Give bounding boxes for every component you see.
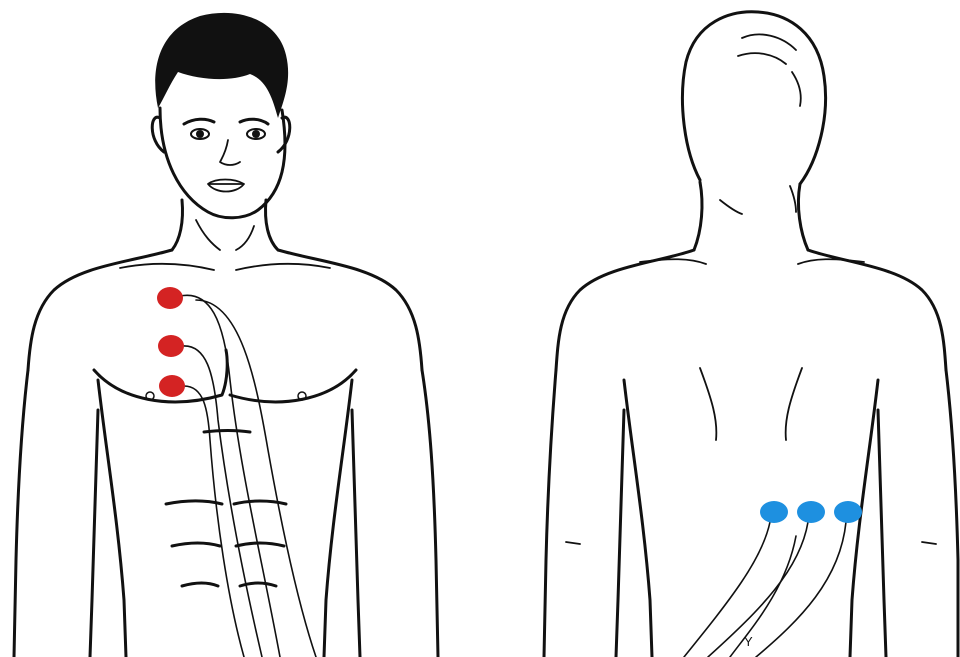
front-electrode-1 <box>157 287 183 309</box>
back-shoulder-left <box>556 250 694 370</box>
front-wire-3 <box>184 386 244 657</box>
front-mouth <box>208 180 244 192</box>
back-neck-right <box>798 184 808 250</box>
front-clavicle-right <box>236 264 330 270</box>
back-arm-right-inner <box>878 410 886 657</box>
front-eyebrow-left <box>184 119 214 124</box>
front-electrode-3 <box>159 375 185 397</box>
wire-junction-label: Y <box>744 634 753 649</box>
front-neck-left <box>172 200 183 250</box>
back-neck-lines <box>720 186 796 214</box>
front-torso-left <box>98 380 126 657</box>
front-electrodes <box>157 287 185 397</box>
back-shoulder-right <box>808 250 946 370</box>
front-neck-right <box>266 200 279 250</box>
back-electrode-wires: Y <box>684 522 846 657</box>
front-arm-right-inner <box>352 410 360 657</box>
back-hair-lines <box>738 34 801 106</box>
back-scapula-right <box>786 368 802 440</box>
front-arm-left-inner <box>90 410 98 657</box>
back-arm-left-inner <box>616 410 624 657</box>
back-scapula-left <box>700 368 716 440</box>
back-arm-left-outer <box>544 370 556 657</box>
front-shoulder-left <box>28 250 172 370</box>
back-torso-left <box>624 380 652 657</box>
back-trap-lines <box>640 259 864 264</box>
front-figure <box>14 13 438 657</box>
back-wire-4 <box>730 536 796 657</box>
back-electrode-3 <box>834 501 862 523</box>
front-neck-lines <box>196 220 254 250</box>
front-arm-left-outer <box>14 370 28 657</box>
front-hair <box>155 13 288 118</box>
back-figure <box>544 12 958 657</box>
back-side-marks <box>566 542 936 544</box>
front-clavicle-left <box>120 264 214 270</box>
back-wire-2 <box>708 522 808 657</box>
back-electrode-1 <box>760 501 788 523</box>
front-torso-right <box>324 380 352 657</box>
front-shoulder-right <box>278 250 422 370</box>
back-electrode-2 <box>797 501 825 523</box>
back-arm-right-outer <box>946 370 958 657</box>
front-eyebrow-right <box>240 119 268 124</box>
front-nose <box>220 140 240 165</box>
back-wire-1 <box>684 522 770 657</box>
back-electrodes <box>760 501 862 523</box>
front-pec-right <box>230 370 356 402</box>
back-wire-3 <box>756 522 846 657</box>
front-arm-right-outer <box>422 370 438 657</box>
front-electrode-2 <box>158 335 184 357</box>
back-neck-left <box>694 182 702 250</box>
back-head <box>682 12 825 184</box>
front-pec-left <box>94 350 227 402</box>
front-electrode-wires <box>180 295 316 657</box>
